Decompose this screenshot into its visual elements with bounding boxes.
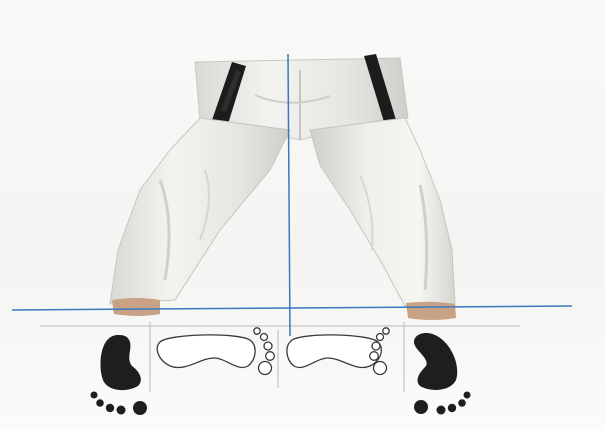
right-solid-footprint-icon bbox=[414, 333, 471, 415]
left-outline-footprint-icon bbox=[157, 328, 274, 375]
left-pant-leg bbox=[110, 118, 290, 304]
left-solid-footprint-icon bbox=[91, 335, 148, 415]
right-outline-footprint-icon bbox=[287, 328, 389, 375]
horizontal-stance-line bbox=[12, 306, 572, 310]
right-pant-leg bbox=[310, 118, 455, 306]
